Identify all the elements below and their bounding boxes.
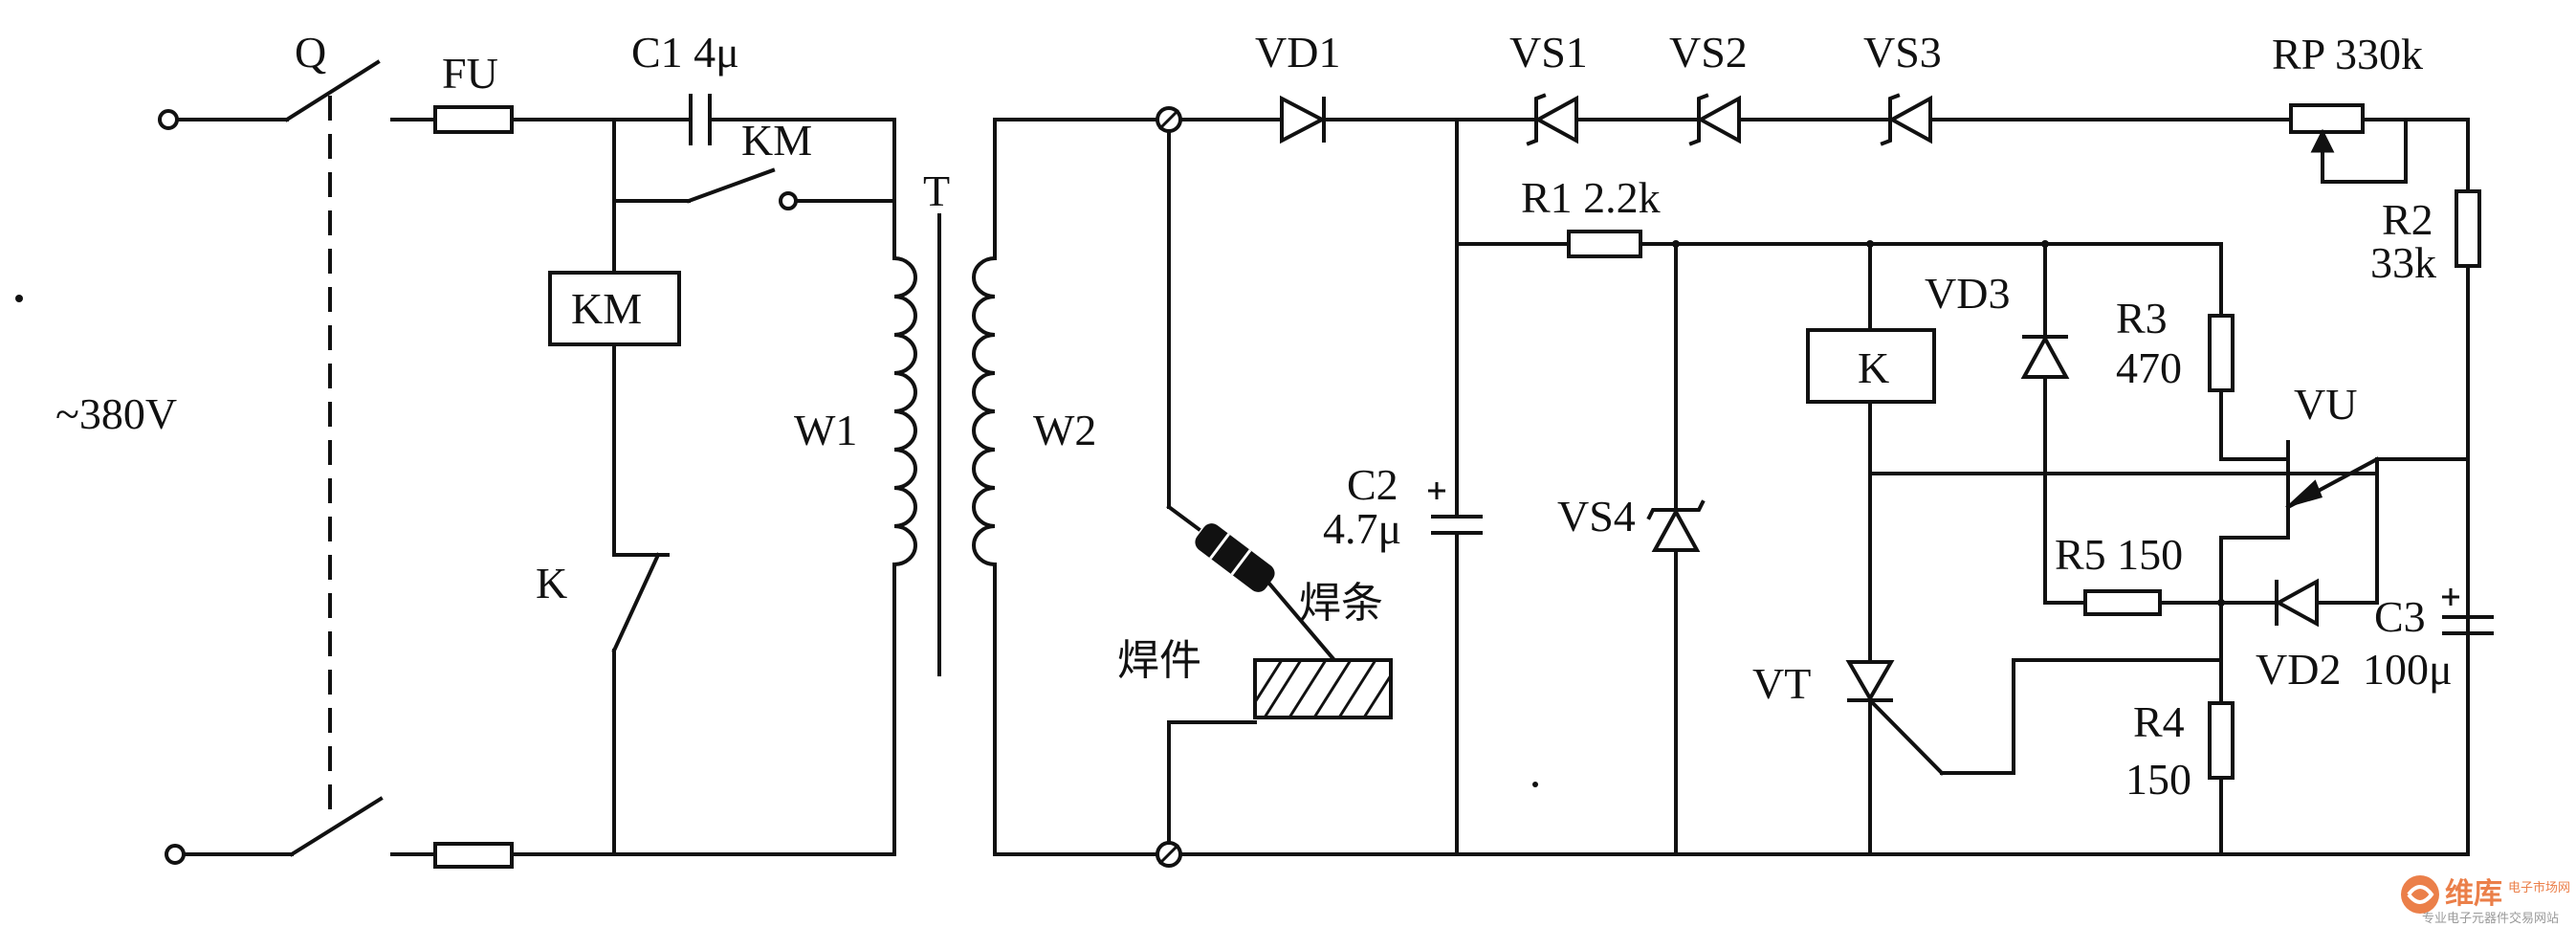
label-c3-value: 100μ <box>2363 645 2453 694</box>
label-vd3: VD3 <box>1925 269 2010 318</box>
junction-dot <box>2041 240 2049 248</box>
watermark-logo-swirl <box>2407 885 2434 904</box>
label-vd2: VD2 <box>2256 645 2341 694</box>
welding-circuit <box>993 106 1393 868</box>
winding-w2 <box>972 255 998 567</box>
watermark: 维库 电子市场网 专业电子元器件交易网站 <box>2401 875 2570 926</box>
label-w2: W2 <box>1033 406 1096 454</box>
resistor-r5 <box>2083 589 2162 616</box>
watermark-logo-icon <box>2401 875 2439 914</box>
zener-vs2 <box>1688 93 1741 146</box>
output-terminal-top-mark <box>1157 108 1180 131</box>
resistor-r3 <box>2208 314 2235 392</box>
km-contact-point <box>779 191 798 210</box>
label-vs1: VS1 <box>1509 28 1588 77</box>
fuse-fu-bottom <box>433 842 514 869</box>
winding-w1 <box>892 255 917 567</box>
label-electrode: 焊条 <box>1299 579 1383 628</box>
label-km-coil: KM <box>571 284 642 333</box>
km-contact-blade <box>686 167 776 204</box>
junction-dot <box>2217 599 2225 607</box>
label-r5: R5 150 <box>2055 530 2183 579</box>
diode-vd2 <box>2274 578 2319 628</box>
control-circuit <box>1178 93 2494 856</box>
zener-vs3 <box>1880 93 1932 146</box>
switch-q-blade-top <box>284 59 381 122</box>
label-fu: FU <box>442 49 498 98</box>
fuse-fu-top <box>433 105 514 134</box>
resistor-r4 <box>2208 701 2235 780</box>
label-r2: R2 <box>2382 195 2433 244</box>
watermark-brand: 维库 <box>2445 877 2502 911</box>
thyristor-vt <box>1845 660 1945 776</box>
label-k-relay: K <box>1858 343 1889 392</box>
label-t: T <box>923 166 950 215</box>
k-switch-blade <box>611 552 661 653</box>
switch-q-blade-bottom <box>289 796 384 857</box>
workpiece-hatch <box>1253 659 1393 718</box>
label-r1: R1 2.2k <box>1521 173 1661 222</box>
label-vs4: VS4 <box>1557 492 1636 541</box>
scan-speck <box>15 295 23 302</box>
labels: Q FU C1 4μ KM T KM W1 W2 K ~380V VD1 VS1… <box>55 28 2453 804</box>
resistor-r2 <box>2455 189 2481 268</box>
label-r3-value: 470 <box>2116 343 2182 392</box>
potentiometer-rp <box>2289 103 2365 134</box>
electrode <box>1195 523 1275 592</box>
scan-speck <box>1532 782 1538 787</box>
label-vd1: VD1 <box>1255 28 1340 77</box>
output-terminal-bottom-mark <box>1157 843 1180 866</box>
label-vt: VT <box>1752 659 1811 708</box>
label-r2-value: 33k <box>2370 238 2436 287</box>
vu-emitter-arrow <box>2288 479 2323 507</box>
junction-dot <box>1866 240 1874 248</box>
zener-vs4 <box>1646 499 1706 552</box>
resistor-r1 <box>1567 230 1642 258</box>
label-c1: C1 4μ <box>631 28 739 77</box>
relay-k-coil <box>1806 328 1936 404</box>
label-w1: W1 <box>794 406 857 454</box>
label-c3: C3 <box>2374 592 2426 641</box>
label-k-switch: K <box>536 559 567 607</box>
label-vs2: VS2 <box>1669 28 1748 77</box>
label-r4-value: 150 <box>2125 755 2191 804</box>
label-r3: R3 <box>2116 294 2168 342</box>
label-q: Q <box>295 28 326 77</box>
primary-circuit <box>158 59 998 869</box>
diode-vd1 <box>1280 95 1327 144</box>
label-rp: RP 330k <box>2272 30 2423 78</box>
electrode-tip <box>1266 581 1337 663</box>
electrode-lead-diag <box>1166 504 1201 532</box>
label-c2: C2 <box>1347 460 1398 509</box>
junction-dot <box>1672 240 1680 248</box>
label-c2-value: 4.7μ <box>1323 504 1401 553</box>
zener-vs1 <box>1526 93 1578 146</box>
diode-vd3 <box>2020 334 2070 379</box>
km-coil <box>548 271 681 346</box>
watermark-site: 电子市场网 <box>2508 880 2570 895</box>
label-r4: R4 <box>2133 697 2185 746</box>
rp-wiper-arrow <box>2310 128 2335 153</box>
label-km-contact: KM <box>741 116 812 165</box>
label-vu: VU <box>2294 380 2357 429</box>
input-terminal-top <box>158 109 179 130</box>
label-workpiece: 焊件 <box>1117 636 1201 685</box>
label-supply: ~380V <box>55 389 177 438</box>
watermark-tagline: 专业电子元器件交易网站 <box>2422 911 2559 926</box>
label-vs3: VS3 <box>1863 28 1942 77</box>
input-terminal-bottom <box>165 844 186 865</box>
